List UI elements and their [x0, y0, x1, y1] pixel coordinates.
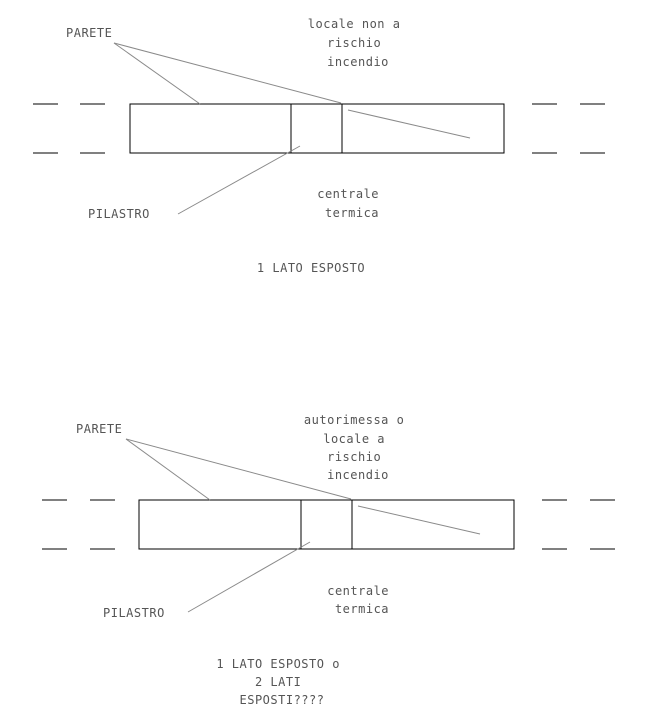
diagram-bottom: PARETE PILASTRO autorimessa o locale a r…: [42, 413, 615, 707]
label-wall: PARETE: [66, 26, 112, 40]
label-room-above: locale non a rischio incendio: [308, 17, 408, 69]
label-room-below: centrale termica: [327, 584, 397, 616]
wall-section-left: [129, 103, 292, 154]
wall-section-right: [351, 499, 515, 550]
diagram-top: PARETE PILASTRO locale non a rischio inc…: [33, 17, 605, 275]
wall-continuation-lines-left: [33, 103, 105, 154]
caption: 1 LATO ESPOSTO o 2 LATI ESPOSTI????: [216, 657, 347, 707]
label-pillar: PILASTRO: [103, 606, 165, 620]
label-wall: PARETE: [76, 422, 122, 436]
label-pillar: PILASTRO: [88, 207, 150, 221]
caption: 1 LATO ESPOSTO: [257, 261, 365, 275]
wall-continuation-lines-left: [42, 499, 115, 550]
wall-continuation-lines-right: [532, 103, 605, 154]
leader-lines: [125, 438, 481, 613]
label-room-above: autorimessa o locale a rischio incendio: [304, 413, 412, 482]
label-room-below: centrale termica: [317, 187, 387, 220]
wall-section-left: [138, 499, 302, 550]
wall-continuation-lines-right: [542, 499, 615, 550]
pillar: [300, 499, 353, 550]
pillar: [290, 103, 343, 154]
wall-section-right: [341, 103, 505, 154]
leader-lines: [113, 42, 471, 215]
